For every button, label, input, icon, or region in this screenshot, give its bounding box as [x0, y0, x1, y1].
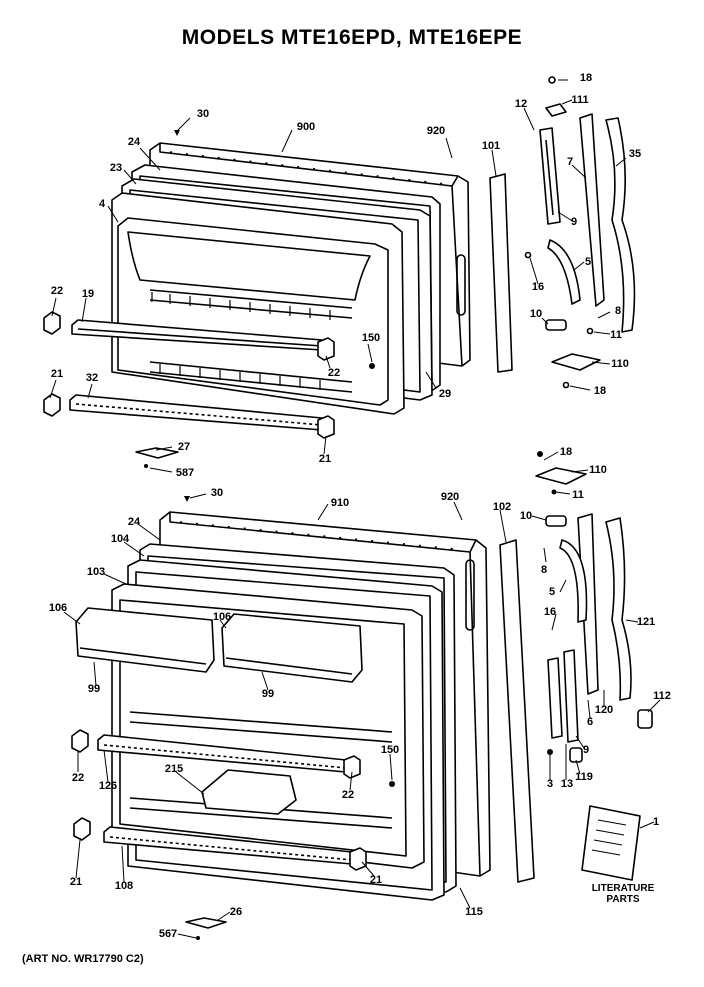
fresh-food-door-bins [76, 608, 362, 814]
callout-112: 112 [653, 690, 671, 702]
callout-6: 6 [586, 716, 594, 728]
callout-18-b: 18 [559, 446, 573, 458]
callout-150: 150 [361, 332, 381, 344]
callout-8-b: 8 [540, 564, 548, 576]
literature-parts-label: LITERATURE PARTS [586, 883, 660, 905]
callout-16-b: 16 [543, 606, 557, 618]
callout-26: 26 [229, 906, 243, 918]
freezer-shelf-bars [44, 312, 334, 458]
callout-99-right: 99 [261, 688, 275, 700]
diagram-title: MODELS MTE16EPD, MTE16EPE [181, 26, 523, 49]
freezer-door-liner [112, 193, 404, 414]
callout-22-b-left: 22 [71, 772, 85, 784]
callout-102: 102 [492, 501, 512, 513]
callout-126: 126 [98, 780, 118, 792]
callout-119: 119 [575, 771, 593, 783]
callout-3: 3 [546, 778, 554, 790]
callout-21-right: 21 [318, 453, 332, 465]
callout-24-b: 24 [127, 516, 141, 528]
callout-4: 4 [98, 198, 106, 210]
callout-5: 5 [584, 256, 592, 268]
callout-920-b: 920 [440, 491, 460, 503]
callout-8: 8 [614, 305, 622, 317]
art-number: (ART NO. WR17790 C2) [22, 953, 144, 965]
callout-104: 104 [110, 533, 130, 545]
callout-22-b-right: 22 [341, 789, 355, 801]
callout-16: 16 [531, 281, 545, 293]
callout-30-b: 30 [210, 487, 224, 499]
callout-35: 35 [628, 148, 642, 160]
fresh-food-shelf-bars [72, 730, 366, 928]
callout-910: 910 [330, 497, 350, 509]
callout-101: 101 [481, 140, 501, 152]
callout-29: 29 [438, 388, 452, 400]
screw-marks [144, 130, 557, 940]
callout-19: 19 [81, 288, 95, 300]
callout-leaders [50, 80, 660, 938]
callout-120: 120 [594, 704, 614, 716]
callout-9-b: 9 [582, 744, 590, 756]
callout-23: 23 [109, 162, 123, 174]
callout-110-b: 110 [589, 464, 607, 476]
callout-21-b-left: 21 [69, 876, 83, 888]
literature-line2: PARTS [606, 894, 640, 905]
callout-27: 27 [177, 441, 191, 453]
callout-13: 13 [560, 778, 574, 790]
callout-106-left: 106 [48, 602, 68, 614]
callout-24: 24 [127, 136, 141, 148]
callout-21-left: 21 [50, 368, 64, 380]
callout-30: 30 [196, 108, 210, 120]
callout-150-b: 150 [380, 744, 400, 756]
callout-111: 111 [571, 94, 589, 106]
callout-1: 1 [652, 816, 660, 828]
callout-567: 567 [158, 928, 178, 940]
fresh-food-hinge-parts [500, 468, 652, 882]
callout-110: 110 [611, 358, 629, 370]
callout-103: 103 [86, 566, 106, 578]
callout-106-right: 106 [212, 611, 232, 623]
freezer-hinge-parts [490, 77, 634, 388]
callout-10: 10 [529, 308, 543, 320]
callout-215: 215 [164, 763, 184, 775]
literature-line1: LITERATURE [591, 883, 655, 894]
callout-920: 920 [426, 125, 446, 137]
callout-5-b: 5 [548, 586, 556, 598]
callout-18-top: 18 [579, 72, 593, 84]
callout-11-b: 11 [572, 489, 584, 501]
callout-12: 12 [514, 98, 528, 110]
callout-121: 121 [636, 616, 656, 628]
callout-32: 32 [85, 372, 99, 384]
callout-22-left: 22 [50, 285, 64, 297]
callout-11: 11 [610, 329, 622, 341]
callout-99-left: 99 [87, 683, 101, 695]
callout-900: 900 [296, 121, 316, 133]
callout-9: 9 [570, 216, 578, 228]
callout-7: 7 [566, 156, 574, 168]
callout-10-b: 10 [519, 510, 533, 522]
callout-22-right: 22 [327, 367, 341, 379]
callout-115: 115 [465, 906, 483, 918]
callout-587: 587 [175, 467, 195, 479]
callout-108: 108 [114, 880, 134, 892]
callout-18-lower: 18 [593, 385, 607, 397]
callout-21-b-right: 21 [369, 874, 383, 886]
